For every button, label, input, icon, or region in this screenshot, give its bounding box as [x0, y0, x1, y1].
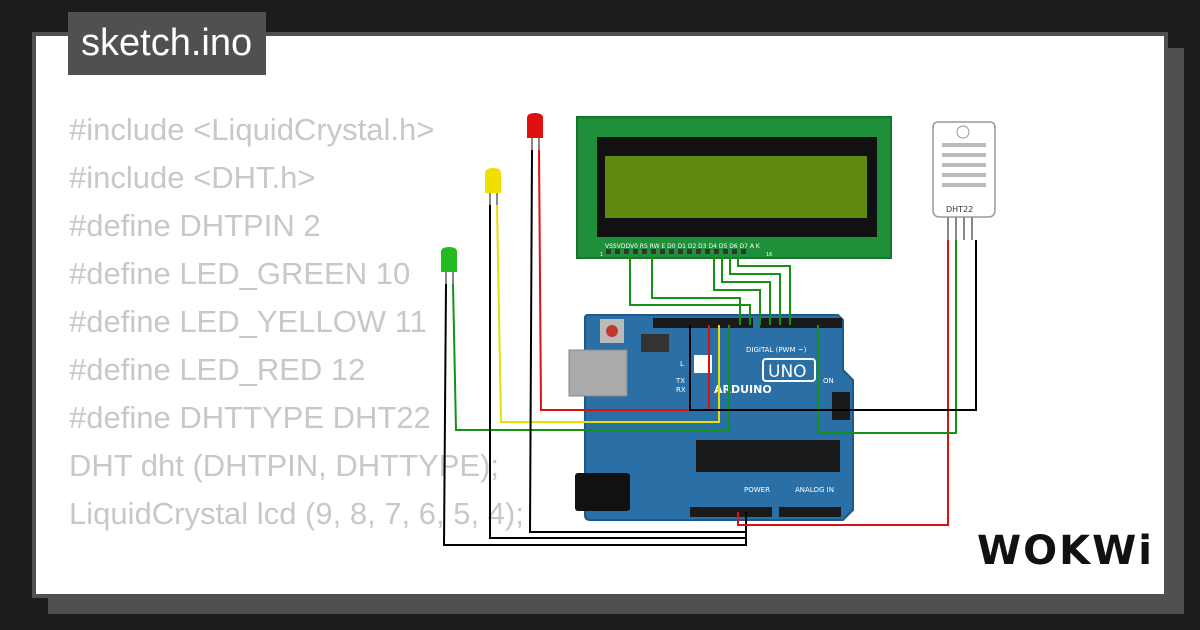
code-line: #define DHTPIN 2 — [69, 208, 321, 243]
power-label: POWER — [744, 486, 770, 494]
yellow-led[interactable] — [485, 168, 501, 205]
wire-sensor-data — [817, 240, 957, 434]
green-led[interactable] — [441, 247, 457, 284]
dht22-label: DHT22 — [946, 205, 973, 214]
code-line: #include <DHT.h> — [69, 160, 316, 195]
code-line: DHT dht (DHTPIN, DHTTYPE); — [69, 448, 500, 483]
wire-green-led — [452, 283, 730, 431]
red-led[interactable] — [527, 113, 543, 150]
wire-sensor-vcc — [737, 240, 949, 526]
arduino-uno-board[interactable]: ARDUINO UNO DIGITAL (PWM ~) POWER ANALOG… — [568, 314, 854, 521]
code-line: #include <LiquidCrystal.h> — [69, 112, 435, 147]
digital-label: DIGITAL (PWM ~) — [746, 346, 807, 354]
wire-lcd-d4 — [713, 256, 761, 325]
wire-ground-green — [442, 283, 747, 546]
led-rx-label: RX — [676, 386, 686, 394]
wire-lcd-rs — [629, 256, 751, 325]
code-editor: #include <LiquidCrystal.h> #include <DHT.… — [69, 106, 524, 594]
wire-lcd-d6 — [729, 256, 781, 325]
wokwi-logo: WOKWi — [977, 528, 1154, 574]
wires — [442, 149, 977, 546]
code-line: #define DHTTYPE DHT22 — [69, 400, 431, 435]
wire-sensor-gnd — [689, 240, 977, 411]
lcd-pin-first: 1 — [600, 252, 603, 258]
lcd-pin-last: 16 — [766, 252, 772, 258]
code-line: #define LED_GREEN 10 — [69, 256, 411, 291]
lcd-display[interactable]: VSSVDDV0 RS RW E D0 D1 D2 D3 D4 D5 D6 D7… — [576, 116, 892, 259]
wire-lcd-d7 — [737, 256, 791, 325]
wire-yellow-led — [496, 204, 720, 423]
dht22-sensor[interactable]: DHT22 — [932, 121, 996, 240]
wire-red-led — [538, 149, 710, 411]
on-label: ON — [823, 377, 834, 385]
led-l-label: L — [680, 360, 684, 368]
code-line: LiquidCrystal lcd (9, 8, 7, 6, 5, 4); — [69, 496, 524, 531]
code-line: #define LED_RED 12 — [69, 352, 366, 387]
wire-lcd-e — [651, 256, 741, 325]
arduino-model: UNO — [768, 362, 807, 382]
file-name-tab[interactable]: sketch.ino — [68, 12, 267, 75]
lcd-pin-labels: VSSVDDV0 RS RW E D0 D1 D2 D3 D4 D5 D6 D7… — [605, 243, 761, 250]
code-line: void setup() { — [69, 586, 524, 594]
wire-ground-yellow — [489, 205, 746, 539]
arduino-brand: ARDUINO — [714, 383, 772, 396]
wire-lcd-d5 — [721, 256, 771, 325]
code-line: #define LED_YELLOW 11 — [69, 304, 427, 339]
analog-label: ANALOG IN — [795, 486, 834, 494]
led-tx-label: TX — [675, 377, 685, 385]
